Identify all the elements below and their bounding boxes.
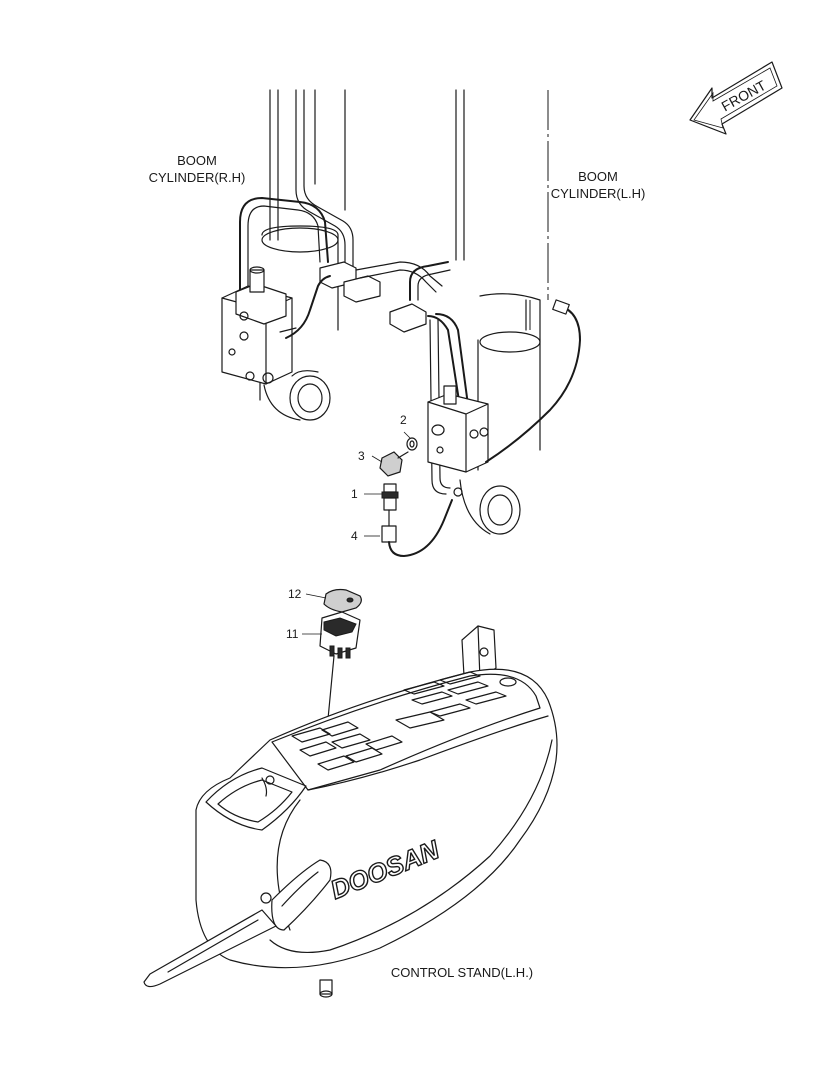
label-boom-rh-line2: CYLINDER(R.H)	[148, 170, 246, 185]
part-3-adapter	[379, 451, 403, 477]
switch-bay	[291, 671, 517, 771]
part-12-cover	[323, 588, 362, 613]
callout-1: 1	[351, 487, 358, 501]
label-control-stand: CONTROL STAND(L.H.)	[390, 965, 534, 980]
rocker-switch-parts	[302, 588, 362, 741]
label-boom-lh-line2: CYLINDER(L.H)	[550, 186, 646, 201]
part-1-switch	[383, 483, 397, 493]
callout-11: 11	[286, 627, 299, 641]
boom-cylinder-lh	[389, 89, 581, 535]
part-2-oring	[406, 437, 418, 451]
callout-2: 2	[400, 413, 407, 427]
callout-4: 4	[351, 529, 358, 543]
part-4-connector	[381, 525, 397, 543]
callout-3: 3	[358, 449, 365, 463]
control-lever	[143, 859, 332, 988]
pressure-switch-assembly	[364, 431, 453, 557]
front-arrow-icon: FRONT	[689, 61, 783, 135]
control-stand: DOOSAN	[143, 625, 558, 998]
boom-cylinder-rh	[221, 89, 443, 421]
callout-12: 12	[288, 587, 302, 601]
label-boom-rh-line1: BOOM	[177, 153, 217, 168]
label-boom-lh-line1: BOOM	[578, 169, 618, 184]
